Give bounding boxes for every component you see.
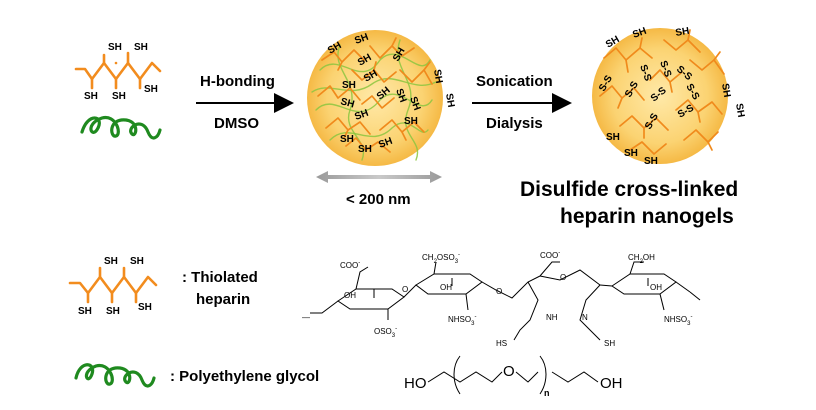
disulfide-label: S-S	[637, 63, 653, 83]
thiol-label: SH	[358, 144, 372, 155]
chem-ch2oso3: CH2OSO3-	[422, 252, 460, 265]
chem-hs-1: HS	[496, 339, 507, 348]
thiol-label: SH	[631, 26, 648, 41]
chem-o-middle: O	[503, 363, 515, 380]
chem-o-link-2: O	[496, 287, 502, 296]
peg-coil	[80, 115, 162, 140]
peg-structure: HO O n OH	[404, 355, 623, 398]
chem-oso3-1: OSO3-	[374, 326, 397, 339]
thiol-label: SH	[78, 306, 92, 317]
arrow-label-sonication: Sonication	[476, 73, 553, 90]
chem-n-sub: n	[544, 388, 550, 398]
chem-ch2oh: CH2OH	[628, 253, 655, 265]
chem-oh-2: OH	[440, 283, 452, 292]
thiolated-heparin-molecule: SH SH SH SH SH	[74, 42, 162, 102]
thiol-label: SH	[112, 91, 126, 102]
size-double-arrow	[316, 171, 442, 183]
product-title-line1: Disulfide cross-linked	[520, 178, 738, 201]
legend-heparin-label: heparin	[196, 291, 250, 308]
thiol-label: SH	[138, 302, 152, 313]
thiol-label: SH	[733, 103, 746, 119]
thiol-label: SH	[624, 148, 638, 159]
crosslinked-heparin-network	[599, 29, 725, 155]
legend-thiolated-heparin: SH SH SH SH SH : Thiolated heparin	[68, 256, 258, 317]
thiol-label: SH	[130, 256, 144, 267]
arrow-label-hbonding: H-bonding	[200, 73, 275, 90]
chem-o-link-1: O	[402, 285, 408, 294]
heparin-network	[317, 37, 433, 153]
arrow-label-dmso: DMSO	[214, 115, 259, 132]
thiol-label: SH	[134, 42, 148, 53]
chem-sh-1: SH	[604, 339, 615, 348]
arrow-label-dialysis: Dialysis	[486, 115, 543, 132]
thiol-label: SH	[339, 96, 355, 110]
thiol-label: SH	[342, 80, 356, 91]
crosslinked-nanogel: SH SH SH S-S S-S S-S S-S S-S S-S S-S S-S…	[592, 26, 746, 167]
legend-thiolated-label: : Thiolated	[182, 269, 258, 286]
arrow-sonication: Sonication Dialysis	[472, 73, 572, 132]
chem-nhso3-1: NHSO3-	[448, 314, 476, 327]
thiol-label: SH	[106, 306, 120, 317]
chem-coo-1: COO-	[340, 260, 360, 270]
product-title-line2: heparin nanogels	[560, 205, 734, 228]
self-assembled-particle: SH SH SH SH SH SH SH SH SH SH SH SH SH S…	[307, 30, 456, 166]
chem-oh-1: OH	[344, 291, 356, 300]
thiol-label: SH	[377, 136, 394, 151]
chem-oh-right: OH	[600, 375, 623, 392]
thiol-label: SH	[644, 156, 658, 167]
chem-coo-2: COO-	[540, 250, 560, 260]
chem-o-link-3: O	[560, 273, 566, 282]
thiol-label: SH	[719, 83, 732, 99]
peg-coil-legend	[74, 363, 156, 388]
thiol-label: SH	[353, 32, 370, 47]
legend-peg-label: : Polyethylene glycol	[170, 368, 319, 385]
chem-nhso3-2: NHSO3-	[664, 314, 692, 327]
thiol-label: SH	[404, 116, 418, 127]
arrow-hbonding: H-bonding DMSO	[196, 73, 294, 132]
chem-oh-3: OH	[650, 283, 662, 292]
thiol-label: SH	[675, 26, 691, 39]
thiol-label: SH	[108, 42, 122, 53]
thiol-label: SH	[443, 93, 456, 109]
legend-peg: : Polyethylene glycol	[74, 363, 319, 388]
chem-nh-2: N	[582, 313, 588, 322]
thiol-label: SH	[393, 87, 408, 104]
thiol-label: SH	[431, 69, 444, 85]
chem-ho-left: HO	[404, 375, 427, 392]
chem-nh-1: NH	[546, 313, 558, 322]
heparin-structure: COO- OH OSO3- — O CH2OSO3- OH NHSO3- O C…	[302, 250, 701, 348]
thiol-label: SH	[104, 256, 118, 267]
thiol-label: SH	[144, 84, 158, 95]
size-label: < 200 nm	[346, 191, 411, 208]
thiol-label: SH	[353, 108, 370, 123]
thiol-label: SH	[340, 134, 354, 145]
disulfide-label: S-S	[657, 59, 673, 79]
chem-left-dash: —	[302, 313, 310, 322]
thiol-label: SH	[606, 132, 620, 143]
thiol-label: SH	[407, 95, 422, 112]
thiol-label: SH	[84, 91, 98, 102]
size-indicator: < 200 nm	[316, 171, 442, 208]
